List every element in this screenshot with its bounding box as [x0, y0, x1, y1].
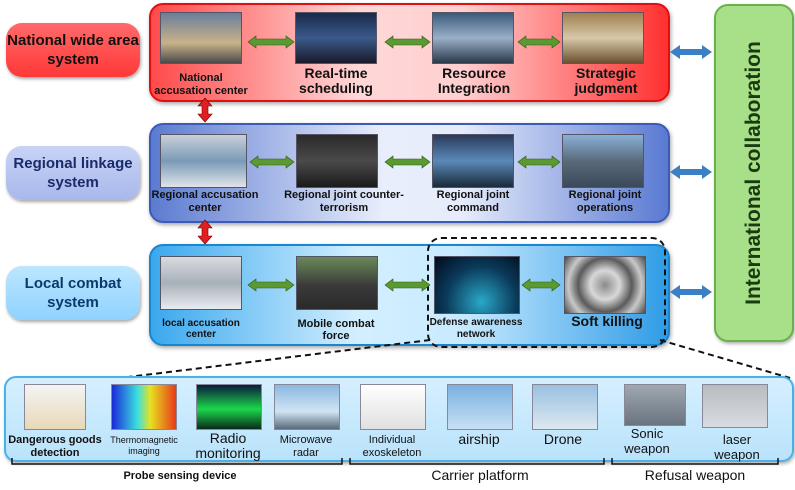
caption-regional-joint-operations: Regional joint operations: [568, 189, 642, 214]
green-arrow-n3: [517, 35, 561, 49]
group-braces: [11, 458, 779, 465]
caption-thermomagnetic: Thermomagnetic imaging: [110, 435, 178, 456]
green-arrow-n1: [247, 35, 295, 49]
caption-radio-monitoring: Radio monitoring: [195, 430, 261, 461]
regional-level-text: Regional linkage system: [13, 155, 133, 191]
national-level-text: National wide area system: [7, 32, 139, 68]
green-arrow-r1: [249, 155, 295, 169]
local-level-label: Local combat system: [6, 266, 140, 320]
caption-strategic-judgment: Strategic judgment: [574, 65, 638, 96]
sonic-weapon-image: [624, 384, 686, 426]
regional-joint-operations-image: [562, 134, 644, 188]
caption-soft-killing: Soft killing: [571, 313, 643, 329]
blue-arrows: [670, 45, 712, 299]
regional-level-label: Regional linkage system: [6, 146, 140, 200]
regional-accusation-image: [160, 134, 247, 188]
connector-lines: [119, 339, 791, 379]
caption-local-accusation: local accusation center: [162, 318, 240, 340]
national-level-label: National wide area system: [6, 23, 140, 77]
blue-arrow-local: [670, 285, 712, 299]
caption-drone: Drone: [543, 431, 583, 447]
microwave-radar-image: [274, 384, 340, 430]
brace-refusal: [611, 458, 779, 465]
airship-image: [447, 384, 513, 430]
green-arrow-l3: [521, 278, 561, 292]
regional-joint-command-image: [432, 134, 514, 188]
caption-defense-awareness: Defense awareness network: [429, 317, 523, 340]
green-arrow-l2: [384, 278, 431, 292]
soft-killing-image: [564, 256, 646, 314]
caption-regional-joint-command: Regional joint command: [436, 189, 510, 214]
dashed-highlight: [427, 237, 666, 348]
defense-awareness-image: [434, 256, 520, 314]
regional-counter-terrorism-image: [296, 134, 378, 188]
real-time-scheduling-image: [295, 12, 377, 64]
group-label-refusal: Refusal weapon: [644, 467, 746, 483]
vertical-arrow-bottom: [197, 219, 213, 245]
caption-dangerous-goods: Dangerous goods detection: [8, 434, 102, 459]
caption-resource-integration: Resource Integration: [437, 65, 511, 96]
caption-laser-weapon: laser weapon: [714, 432, 760, 462]
vertical-arrows: [197, 97, 213, 245]
local-accusation-image: [160, 256, 242, 310]
blue-arrow-national: [670, 45, 712, 59]
vertical-arrow-top: [197, 97, 213, 123]
caption-airship: airship: [458, 431, 500, 447]
strategic-judgment-image: [562, 12, 644, 64]
brace-carrier: [349, 458, 605, 465]
resource-integration-image: [432, 12, 514, 64]
caption-regional-accusation: Regional accusation center: [151, 189, 259, 214]
caption-mobile-combat-force: Mobile combat force: [297, 318, 375, 342]
green-arrow-l1: [247, 278, 295, 292]
radio-monitoring-image: [196, 384, 262, 430]
caption-exoskeleton: Individual exoskeleton: [362, 434, 422, 459]
caption-real-time-scheduling: Real-time scheduling: [299, 65, 373, 96]
laser-weapon-image: [702, 384, 768, 428]
local-level-text: Local combat system: [24, 275, 122, 311]
group-label-carrier: Carrier platform: [431, 467, 529, 483]
exoskeleton-image: [360, 384, 426, 430]
green-arrow-r3: [517, 155, 561, 169]
brace-probe: [11, 458, 343, 465]
dangerous-goods-image: [24, 384, 86, 430]
green-arrow-r2: [384, 155, 431, 169]
caption-national-accusation: National accusation center: [154, 72, 248, 97]
thermomagnetic-image: [111, 384, 177, 430]
mobile-combat-force-image: [296, 256, 378, 310]
national-accusation-image: [160, 12, 242, 64]
caption-regional-counter-terrorism: Regional joint counter-terrorism: [284, 189, 404, 214]
caption-sonic-weapon: Sonic weapon: [624, 426, 670, 456]
green-arrow-n2: [384, 35, 431, 49]
international-box: International collaboration: [714, 4, 794, 342]
group-label-probe: Probe sensing device: [123, 470, 237, 482]
caption-microwave-radar: Microwave radar: [279, 434, 333, 459]
drone-image: [532, 384, 598, 430]
green-arrows: [247, 35, 561, 292]
blue-arrow-regional: [670, 165, 712, 179]
